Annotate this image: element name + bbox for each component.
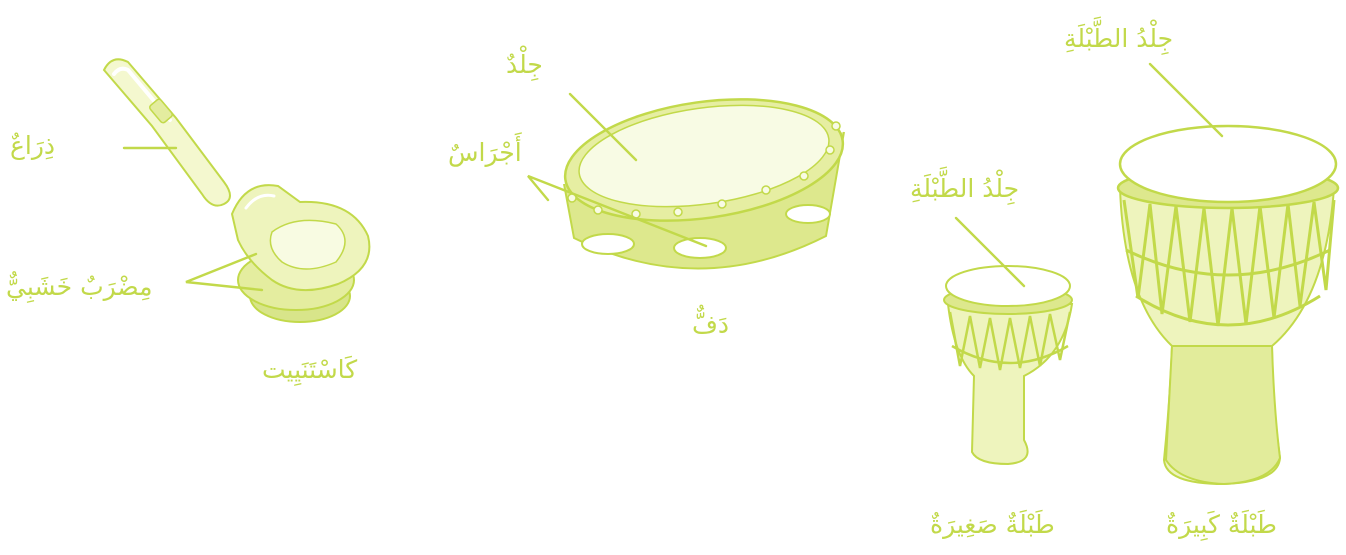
tambourine-illustration (557, 83, 850, 268)
large-drum-illustration (1118, 126, 1338, 484)
large-drum-name: طَبْلَةٌ كَبِيرَةٌ (1166, 512, 1277, 537)
castanets-name: كَاسْتَنَيِيت (262, 357, 357, 382)
wooden-beater-label: مِضْرَبٌ خَشَبِيٌّ (6, 274, 152, 299)
tambourine-skin-label: جِلْدٌ (506, 52, 543, 77)
small-drum-illustration (944, 266, 1072, 464)
small-drum-name: طَبْلَةٌ صَغِيرَةٌ (930, 512, 1055, 537)
large-drum-skin-label: جِلْدُ الطَّبْلَةِ (1064, 26, 1173, 51)
small-drum-skin-label: جِلْدُ الطَّبْلَةِ (910, 176, 1019, 201)
castanets-handle (104, 59, 230, 205)
castanets-body (232, 185, 369, 322)
arm-label: ذِرَاعٌ (10, 133, 55, 158)
tambourine-name: دَفٌّ (692, 312, 729, 337)
bells-label: أَجْرَاسٌ (448, 140, 522, 165)
large-drum-skin-leader-line (1150, 64, 1222, 136)
